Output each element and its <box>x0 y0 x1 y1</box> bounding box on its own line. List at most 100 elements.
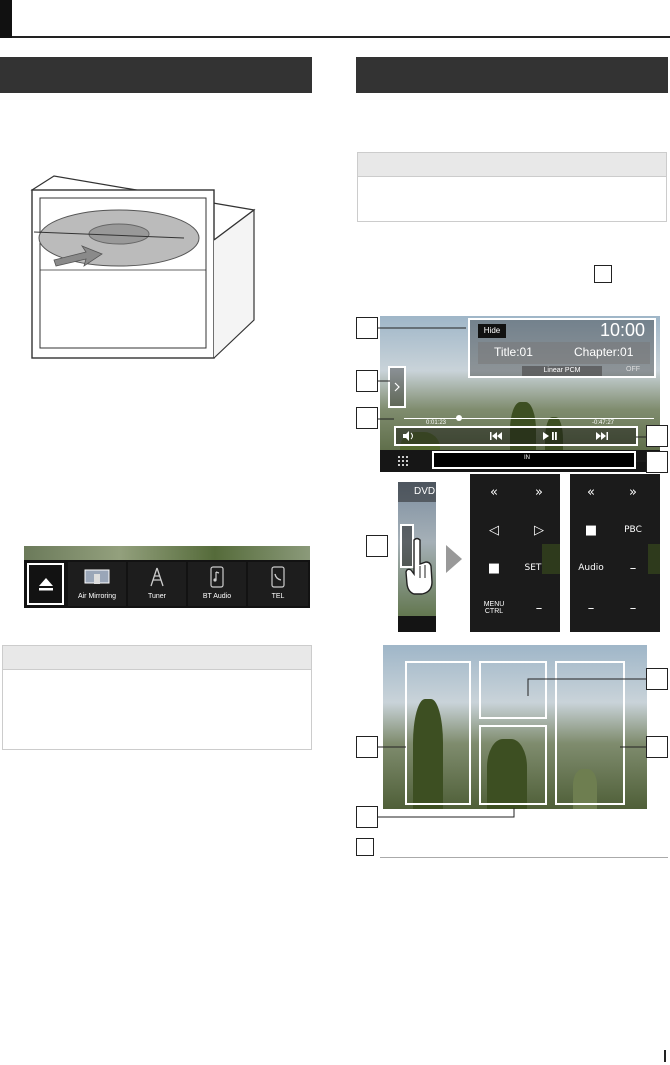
playback-screen: Hide 10:00 Title:01 Chapter:01 Linear PC… <box>380 316 660 472</box>
tile-label: BT Audio <box>202 593 232 600</box>
touch-leaders <box>378 678 646 818</box>
callout-2 <box>356 370 378 392</box>
touch-area-top[interactable] <box>479 661 547 719</box>
disc-insert-illustration <box>30 175 256 359</box>
progress-knob[interactable] <box>456 415 462 421</box>
status-text: IN <box>524 455 530 461</box>
eject-icon <box>38 578 53 591</box>
title-number: Title:01 <box>494 345 533 359</box>
blank-button[interactable]: – <box>629 600 637 616</box>
pad-side-tab[interactable] <box>542 544 560 574</box>
callout-1 <box>356 317 378 339</box>
bt-audio-icon <box>210 566 224 588</box>
next-track-icon[interactable] <box>596 432 608 440</box>
callout-3 <box>356 407 378 429</box>
source-tile-bt-audio[interactable]: BT Audio <box>188 562 246 606</box>
tile-label: TEL <box>271 593 285 600</box>
note-box-left-header <box>3 646 311 670</box>
callout-2-panel <box>366 535 388 557</box>
tap-hand-icon <box>405 537 433 595</box>
menu-grid-icon[interactable] <box>398 456 408 466</box>
source-tile-tel[interactable]: TEL <box>248 562 308 606</box>
section-header-left <box>0 57 312 93</box>
pad-side-tab[interactable] <box>648 544 660 574</box>
audio-button[interactable]: Audio <box>578 563 604 573</box>
slow-rewind-button[interactable]: ◁ <box>489 522 499 538</box>
title-chapter-bar: Title:01 Chapter:01 <box>478 342 650 364</box>
touch-area-left[interactable] <box>405 661 471 805</box>
source-tile-tuner[interactable]: Tuner <box>128 562 186 606</box>
source-bar: Air Mirroring Tuner BT Audio TEL <box>24 546 310 608</box>
blank-button[interactable]: – <box>587 600 595 616</box>
control-pad-1: « » ◁ ▷ ■ SETUP MENU CTRL – <box>470 474 560 632</box>
setup-button[interactable]: SETUP <box>524 563 554 573</box>
bottom-bar: IN <box>380 450 660 472</box>
elapsed-time: 0:01:23 <box>426 420 447 426</box>
slow-forward-button[interactable]: ▷ <box>534 522 544 538</box>
info-panel: Hide 10:00 Title:01 Chapter:01 Linear PC… <box>468 318 656 378</box>
callout-touch-top <box>646 668 668 690</box>
pbc-button[interactable]: PBC <box>624 525 642 535</box>
stop-button[interactable]: ■ <box>584 522 598 538</box>
tuner-icon <box>150 567 164 587</box>
fast-forward-button[interactable]: » <box>535 484 543 500</box>
touch-area-bottom[interactable] <box>479 725 547 805</box>
legend-rule <box>380 857 668 858</box>
control-pad-2: « » ■ PBC Audio – – – <box>570 474 660 632</box>
mini-screen-header: DVD <box>398 482 436 502</box>
section-header-right <box>356 57 668 93</box>
callout-touch-right <box>646 736 668 758</box>
previous-track-icon[interactable] <box>490 432 502 440</box>
mini-panel-tab[interactable] <box>400 524 414 568</box>
note-box-left <box>2 645 312 750</box>
hide-button[interactable]: Hide <box>478 324 506 338</box>
volume-icon[interactable] <box>402 431 416 441</box>
tile-label: Air Mirroring <box>77 593 117 600</box>
callout-touch-bottom <box>356 806 378 828</box>
inline-callout <box>594 265 612 283</box>
menu-ctrl-button[interactable]: MENU CTRL <box>470 588 518 628</box>
eject-button[interactable] <box>27 563 64 605</box>
callout-4 <box>646 425 668 447</box>
blank-button[interactable]: – <box>535 600 543 616</box>
scene-plant <box>413 699 443 809</box>
phone-icon <box>271 566 285 588</box>
page-header-bar <box>0 0 670 38</box>
note-box-right-header <box>358 153 666 177</box>
arrow-right-icon <box>446 545 462 573</box>
touch-area-right[interactable] <box>555 661 625 805</box>
status-bar: IN <box>432 451 636 469</box>
tile-label: Tuner <box>147 593 167 600</box>
touch-area-screen <box>383 645 647 809</box>
note-box-right <box>357 152 667 222</box>
callout-legend <box>356 838 374 856</box>
fast-rewind-button[interactable]: « <box>587 484 595 500</box>
progress-track[interactable] <box>404 418 654 419</box>
playback-control-bar <box>394 426 638 446</box>
page-header-tab <box>0 0 12 38</box>
page-edge-mark <box>664 1050 666 1062</box>
scene-plant <box>487 739 527 809</box>
blank-button[interactable]: – <box>629 560 637 576</box>
fast-forward-button[interactable]: » <box>629 484 637 500</box>
mini-bottom-bar <box>398 616 436 632</box>
callout-leaders <box>378 327 646 462</box>
menu-ctrl-label: CTRL <box>484 608 504 615</box>
chevron-right-icon <box>394 382 400 392</box>
stop-button[interactable]: ■ <box>487 560 501 576</box>
dvd-label: DVD <box>414 486 436 497</box>
audio-format: Linear PCM <box>522 366 602 376</box>
clock: 10:00 <box>600 320 646 340</box>
scene-plant <box>573 769 597 809</box>
remaining-time: -0:47:27 <box>592 420 615 426</box>
source-tile-air-mirroring[interactable]: Air Mirroring <box>68 562 126 606</box>
menu-ctrl-label: MENU <box>483 601 505 608</box>
callout-5 <box>646 451 668 473</box>
source-bar-background <box>24 546 310 560</box>
control-panel-tab[interactable] <box>388 366 406 408</box>
play-pause-icon[interactable] <box>542 431 558 441</box>
fast-rewind-button[interactable]: « <box>490 484 498 500</box>
air-mirroring-icon <box>84 569 110 584</box>
callout-touch-left <box>356 736 378 758</box>
chapter-number: Chapter:01 <box>574 345 634 359</box>
